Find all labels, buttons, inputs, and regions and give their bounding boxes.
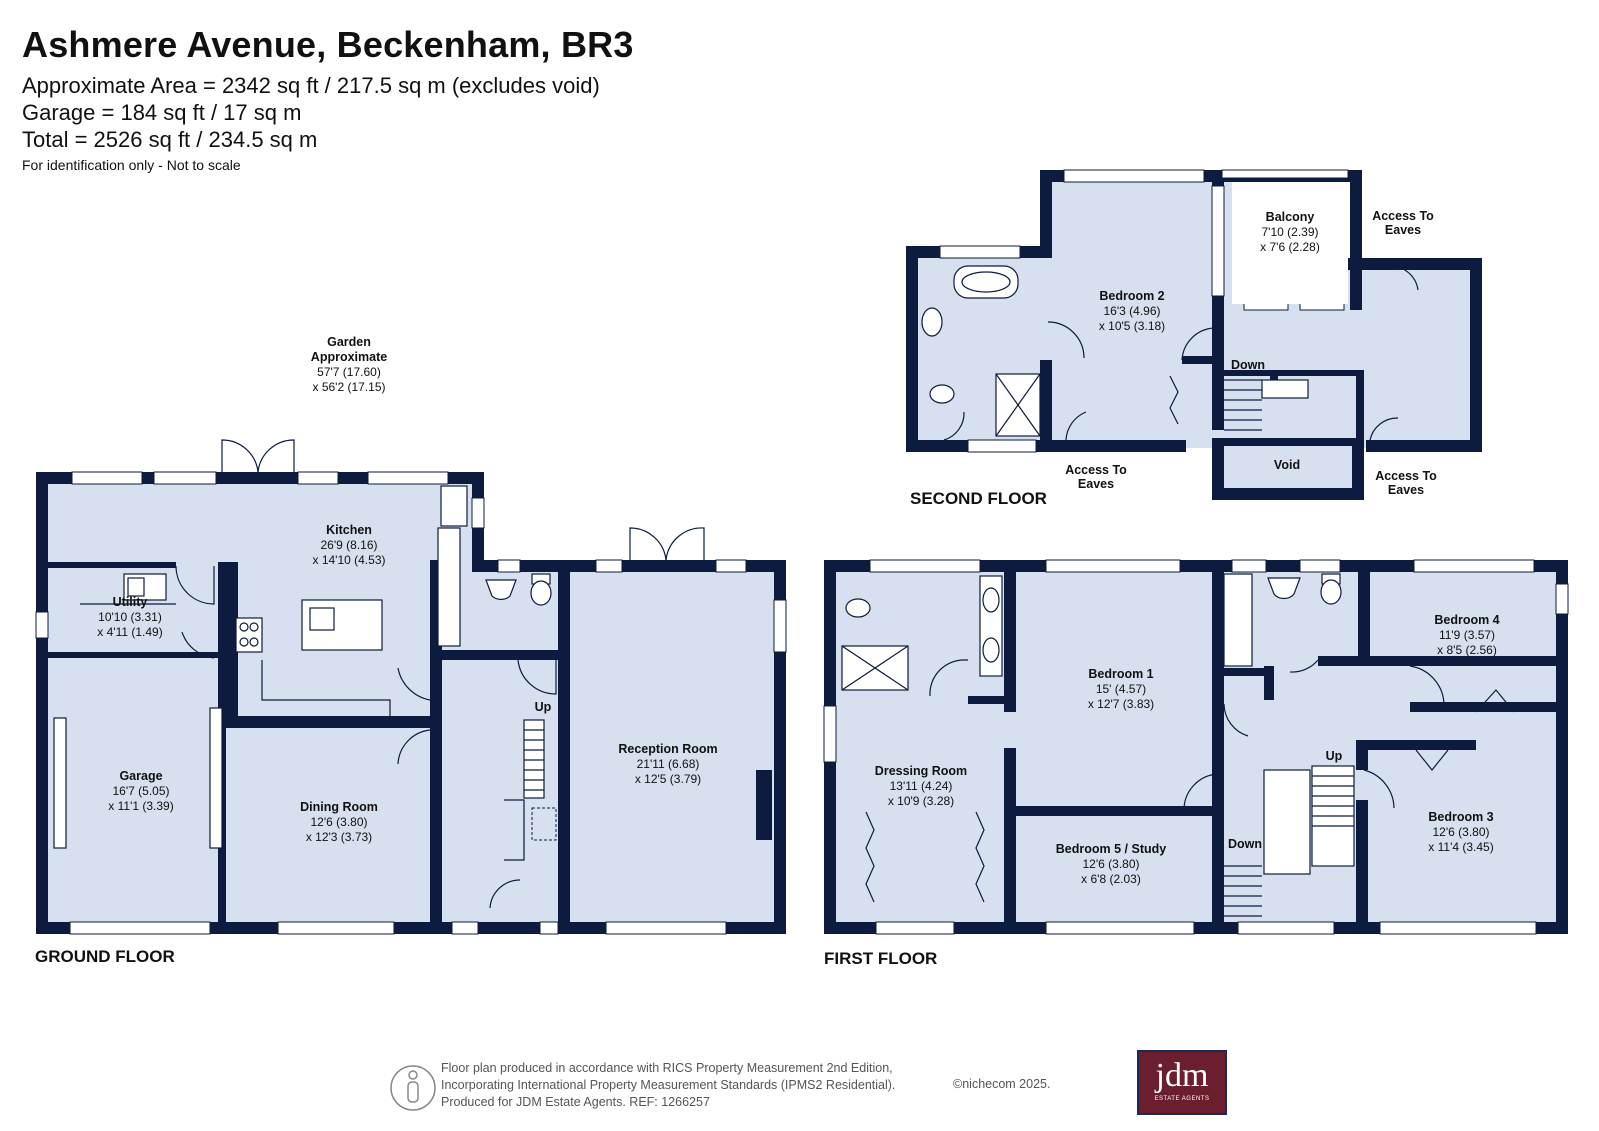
garage-dim-1: 16'7 (5.05) xyxy=(113,784,170,798)
void-label: Void xyxy=(1274,458,1300,472)
eaves-b-line1: Access To xyxy=(1065,463,1127,477)
bedroom3-dim-1: 12'6 (3.80) xyxy=(1433,825,1490,839)
ground-floor-plan xyxy=(35,439,787,935)
garage-label: Garage xyxy=(119,769,162,783)
second-stairs-down: Down xyxy=(1231,358,1265,372)
footer-line-2: Incorporating International Property Mea… xyxy=(441,1078,896,1092)
page-title: Ashmere Avenue, Beckenham, BR3 xyxy=(22,24,634,65)
reception-label: Reception Room xyxy=(618,742,717,756)
garage-dim-2: x 11'1 (3.39) xyxy=(108,799,173,813)
copyright: ©nichecom 2025. xyxy=(953,1077,1051,1091)
eaves-a-line1: Access To xyxy=(1372,209,1434,223)
dining-dim-2: x 12'3 (3.73) xyxy=(306,830,372,844)
first-floor-label: FIRST FLOOR xyxy=(824,949,937,968)
logo-subtext: ESTATE AGENTS xyxy=(1154,1096,1210,1102)
bedroom1-dim-1: 15' (4.57) xyxy=(1096,682,1146,696)
area-summary: Approximate Area = 2342 sq ft / 217.5 sq… xyxy=(22,72,634,153)
logo-text: jdm xyxy=(1155,1057,1209,1094)
dressing-label: Dressing Room xyxy=(875,764,967,778)
eaves-c-line2: Eaves xyxy=(1388,483,1424,497)
jdm-logo: jdm ESTATE AGENTS xyxy=(1137,1050,1227,1115)
bedroom2-dim-1: 16'3 (4.96) xyxy=(1104,304,1161,318)
footer-notes: Floor plan produced in accordance with R… xyxy=(441,1060,895,1111)
bedroom1-dim-2: x 12'7 (3.83) xyxy=(1088,697,1154,711)
reception-dim-1: 21'11 (6.68) xyxy=(637,757,700,771)
kitchen-label: Kitchen xyxy=(326,523,372,537)
footer-line-3: Produced for JDM Estate Agents. REF: 126… xyxy=(441,1095,710,1109)
dining-label: Dining Room xyxy=(300,800,378,814)
dressing-dim-2: x 10'9 (3.28) xyxy=(888,794,954,808)
bedroom4-dim-2: x 8'5 (2.56) xyxy=(1437,643,1497,657)
bedroom5-dim-2: x 6'8 (2.03) xyxy=(1081,872,1141,886)
reception-dim-2: x 12'5 (3.79) xyxy=(635,772,701,786)
header: Ashmere Avenue, Beckenham, BR3 Approxima… xyxy=(22,24,634,173)
garage-area: Garage = 184 sq ft / 17 sq m xyxy=(22,100,302,125)
utility-label: Utility xyxy=(113,595,148,609)
utility-dim-2: x 4'11 (1.49) xyxy=(97,625,162,639)
eaves-a-line2: Eaves xyxy=(1385,223,1421,237)
second-floor-plan xyxy=(906,169,1482,500)
bedroom2-dim-2: x 10'5 (3.18) xyxy=(1099,319,1165,333)
first-stairs-up: Up xyxy=(1326,749,1343,763)
garden-label: Garden xyxy=(327,335,371,349)
garden-dim-1: 57'7 (17.60) xyxy=(317,365,381,379)
first-floor-plan xyxy=(823,559,1569,935)
bedroom4-dim-1: 11'9 (3.57) xyxy=(1439,628,1495,642)
bedroom4-label: Bedroom 4 xyxy=(1434,613,1499,627)
eaves-b-line2: Eaves xyxy=(1078,477,1114,491)
ground-floor-label: GROUND FLOOR xyxy=(35,947,175,966)
bedroom3-label: Bedroom 3 xyxy=(1428,810,1493,824)
balcony-label: Balcony xyxy=(1266,210,1315,224)
bedroom3-dim-2: x 11'4 (3.45) xyxy=(1428,840,1493,854)
footer-line-1: Floor plan produced in accordance with R… xyxy=(441,1061,893,1075)
bedroom2-label: Bedroom 2 xyxy=(1099,289,1164,303)
dressing-dim-1: 13'11 (4.24) xyxy=(890,779,953,793)
ipms-icon xyxy=(390,1065,436,1111)
total-area: Total = 2526 sq ft / 234.5 sq m xyxy=(22,127,318,152)
balcony-dim-2: x 7'6 (2.28) xyxy=(1260,240,1320,254)
scale-note: For identification only - Not to scale xyxy=(22,157,241,173)
bedroom5-label: Bedroom 5 / Study xyxy=(1056,842,1166,856)
bedroom1-label: Bedroom 1 xyxy=(1088,667,1153,681)
kitchen-dim-2: x 14'10 (4.53) xyxy=(312,553,385,567)
approx-area: Approximate Area = 2342 sq ft / 217.5 sq… xyxy=(22,73,600,98)
utility-dim-1: 10'10 (3.31) xyxy=(98,610,162,624)
dining-dim-1: 12'6 (3.80) xyxy=(311,815,368,829)
first-stairs-down: Down xyxy=(1228,837,1262,851)
balcony-dim-1: 7'10 (2.39) xyxy=(1262,225,1319,239)
garden-dim-2: x 56'2 (17.15) xyxy=(312,380,385,394)
second-floor-label: SECOND FLOOR xyxy=(910,489,1047,508)
bedroom5-dim-1: 12'6 (3.80) xyxy=(1083,857,1140,871)
ground-stairs-up: Up xyxy=(535,700,552,714)
garden-approx-label: Approximate xyxy=(311,350,387,364)
kitchen-dim-1: 26'9 (8.16) xyxy=(321,538,378,552)
eaves-c-line1: Access To xyxy=(1375,469,1437,483)
